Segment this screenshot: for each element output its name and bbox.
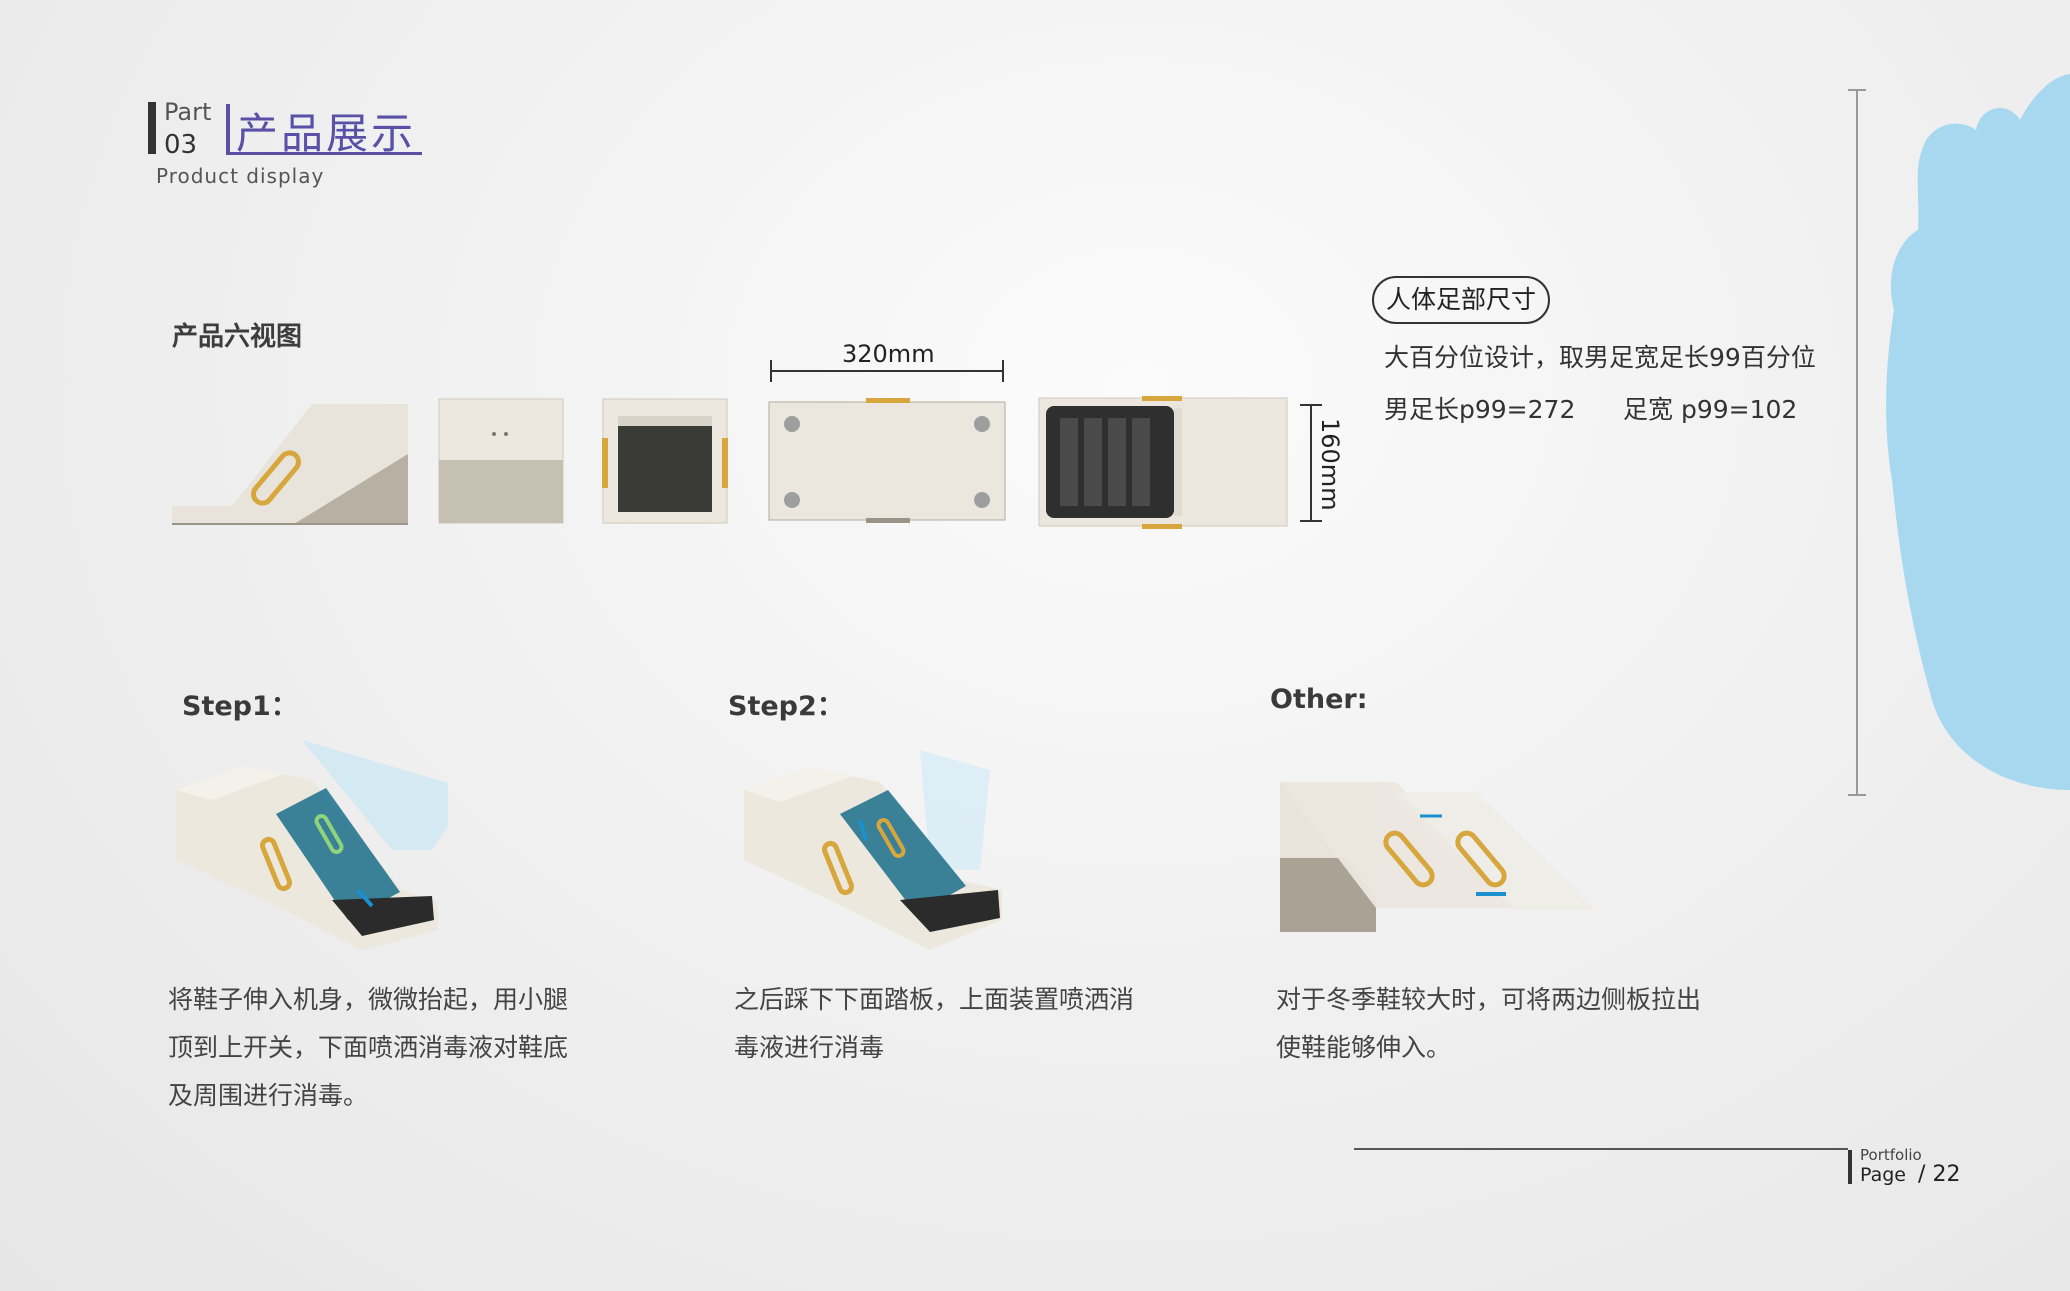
title-underline (226, 152, 422, 155)
part-label: Part (164, 98, 212, 126)
height-dimension-label: 160mm (1316, 418, 1344, 511)
width-dimension-left-tick (770, 360, 772, 382)
six-view-title: 产品六视图 (172, 322, 303, 352)
bottom-view-image (768, 398, 1006, 523)
footer-page-number: / 22 (1918, 1162, 1961, 1187)
step2-title: Step2： (728, 691, 844, 722)
step2-description-line2: 毒液进行消毒 (734, 1033, 885, 1062)
foot-size-design-note: 大百分位设计，取男足宽足长99百分位 (1384, 343, 1816, 372)
footer-rule (1354, 1148, 1848, 1150)
front-view-image (438, 398, 564, 524)
height-guide-line (1856, 90, 1858, 795)
step1-title: Step1： (182, 691, 298, 722)
height-guide-bottom-tick (1848, 794, 1866, 796)
title-left-rule (226, 104, 230, 154)
page-title: 产品展示 (236, 109, 417, 158)
top-view-image (1038, 396, 1288, 529)
width-dimension-line (770, 370, 1004, 372)
foot-outline-illustration (1886, 74, 2070, 790)
step1-description-line2: 顶到上开关，下面喷洒消毒液对鞋底 (168, 1033, 569, 1062)
footer-page: Page / 22 (1860, 1162, 1960, 1187)
header-accent-bar (148, 102, 156, 154)
side-view-image (172, 404, 408, 525)
step1-render-image (176, 740, 448, 950)
foot-size-values: 男足长p99=272 足宽 p99=102 (1384, 395, 1798, 424)
other-description-line2: 使鞋能够伸入。 (1276, 1033, 1452, 1062)
width-dimension-label: 320mm (842, 340, 935, 368)
step2-render-image (744, 750, 1002, 950)
part-number: 03 (164, 130, 198, 160)
other-description-line1: 对于冬季鞋较大时，可将两边侧板拉出 (1276, 985, 1702, 1014)
footer-accent-bar (1848, 1150, 1852, 1184)
footer-portfolio-label: Portfolio (1860, 1146, 1922, 1164)
other-title: Other: (1270, 684, 1368, 715)
foot-size-badge: 人体足部尺寸 (1372, 276, 1551, 324)
back-view-image (602, 398, 728, 524)
height-dimension-bottom-tick (1300, 520, 1322, 522)
step1-description-line3: 及周围进行消毒。 (168, 1081, 369, 1110)
height-dimension-top-tick (1300, 404, 1322, 406)
other-render-image (1280, 782, 1596, 932)
height-guide-top-tick (1848, 89, 1866, 91)
page-subtitle: Product display (156, 164, 325, 188)
footer-page-label: Page (1860, 1164, 1906, 1186)
height-dimension-line (1310, 404, 1312, 522)
step2-description-line1: 之后踩下下面踏板，上面装置喷洒消 (734, 985, 1135, 1014)
step1-description-line1: 将鞋子伸入机身，微微抬起，用小腿 (168, 985, 569, 1014)
width-dimension-right-tick (1002, 360, 1004, 382)
